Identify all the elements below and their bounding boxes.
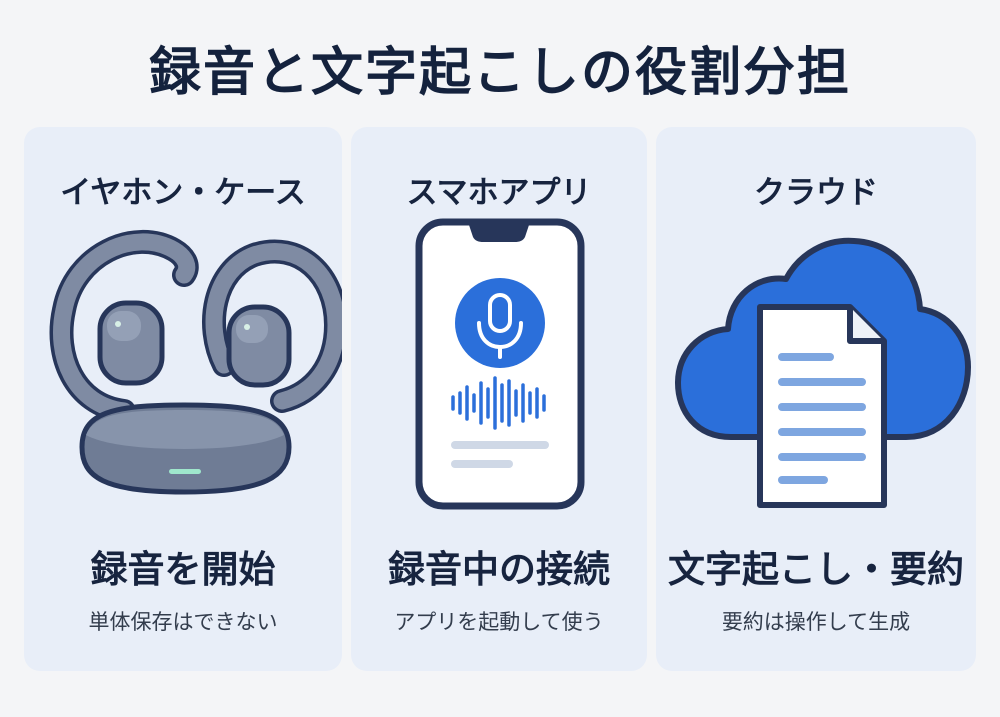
- card-action: 録音中の接続: [388, 548, 610, 591]
- card-heading: イヤホン・ケース: [60, 175, 306, 211]
- page-title: 録音と文字起こしの役割分担: [148, 43, 851, 103]
- card-action: 文字起こし・要約: [668, 548, 964, 591]
- cloud-document-icon: [675, 237, 971, 508]
- smartphone-recording-icon: [415, 218, 585, 510]
- role-card-app: スマホアプリ 録音中の接続 アプリ: [351, 127, 647, 671]
- card-note: 単体保存はできない: [88, 610, 278, 634]
- earbuds-and-case-icon: [49, 229, 342, 495]
- card-heading: クラウド: [754, 175, 878, 211]
- card-note: 要約は操作して生成: [721, 610, 911, 634]
- role-card-earbuds: イヤホン・ケース 録音を開始 単体保存はできない: [24, 127, 342, 671]
- card-action: 録音を開始: [90, 548, 276, 591]
- role-card-cloud: クラウド 文字起こし・要約 要約は操作して生成: [656, 127, 976, 671]
- card-note: アプリを起動して使う: [394, 610, 604, 634]
- card-heading: スマホアプリ: [406, 175, 592, 211]
